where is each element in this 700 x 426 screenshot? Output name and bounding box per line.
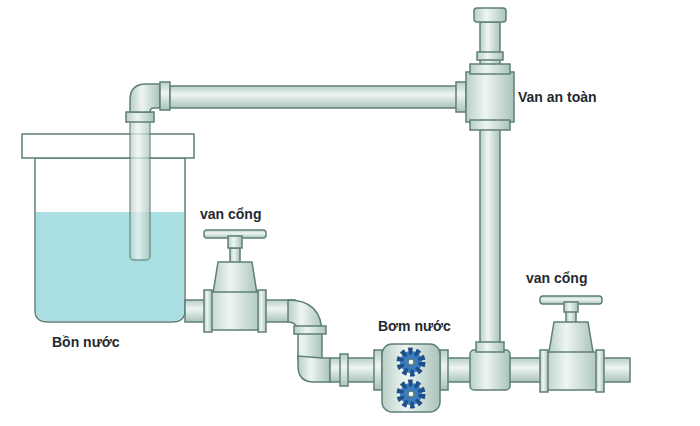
- part-label: Bồn nước: [52, 334, 120, 351]
- part-label: van cổng: [200, 206, 261, 223]
- part-label: Van an toàn: [518, 89, 597, 106]
- part-label: Bơm nước: [378, 318, 451, 335]
- part-label: van cổng: [526, 270, 587, 287]
